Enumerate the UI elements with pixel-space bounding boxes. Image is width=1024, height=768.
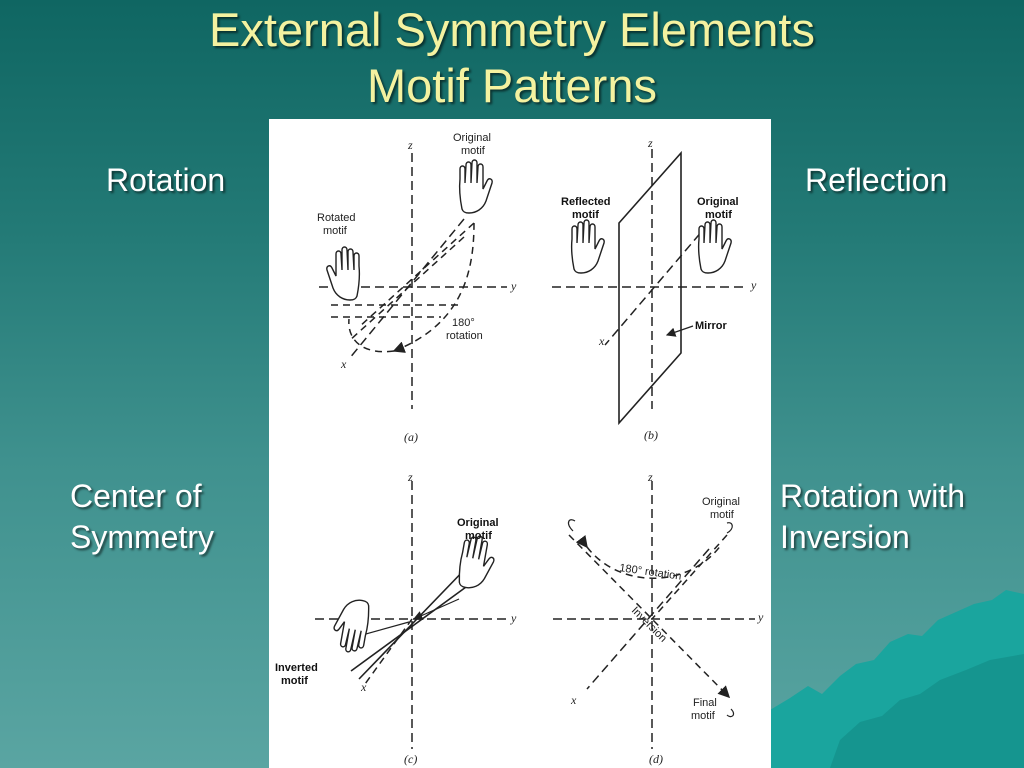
panel-b-caption: (b) [644, 428, 658, 442]
label-rotinv-line-2: Inversion [780, 519, 910, 555]
panel-d-caption: (d) [649, 752, 663, 766]
panel-b: z y x Reflected motif Original motif Mir… [552, 136, 757, 442]
panel-c-axis-y: y [510, 611, 517, 625]
panel-c-original-1: Original [457, 517, 499, 529]
label-reflection: Reflection [805, 162, 948, 198]
panel-d-inversion: Inversion [629, 605, 669, 645]
panel-d-axis-x: x [570, 693, 577, 707]
symmetry-figure: z y x Original motif Rotated motif 180° … [269, 119, 771, 768]
title-line-1: External Symmetry Elements [209, 3, 815, 56]
label-center-line-1: Center of [70, 478, 202, 514]
panel-a-rotation-2: rotation [446, 330, 483, 342]
panel-d-rotation: 180° rotation [619, 562, 683, 583]
panel-d-original-2: motif [710, 509, 735, 521]
panel-d-final-1: Final [693, 697, 717, 709]
panel-a-caption: (a) [404, 430, 418, 444]
panel-a-rotated-1: Rotated [317, 212, 356, 224]
panel-d-original-1: Original [702, 496, 740, 508]
symmetry-diagram: z y x Original motif Rotated motif 180° … [275, 132, 764, 766]
panel-b-axis-y: y [750, 278, 757, 292]
mountain-decoration [770, 590, 1024, 768]
panel-a-axis-z: z [407, 138, 413, 152]
panel-b-mirror: Mirror [695, 320, 728, 332]
panel-d: z y x Original motif 180° rotation Inver… [553, 470, 764, 766]
panel-c-axis-z: z [407, 470, 413, 484]
panel-a-axis-x: x [340, 357, 347, 371]
panel-c-inverted-2: motif [281, 675, 308, 687]
panel-d-final-2: motif [691, 710, 716, 722]
panel-c: z y x Original motif Inverted motif (c) [275, 470, 517, 766]
label-rotation: Rotation [106, 162, 226, 198]
panel-b-axis-z: z [647, 136, 653, 150]
label-center-line-2: Symmetry [70, 519, 214, 555]
panel-a: z y x Original motif Rotated motif 180° … [317, 132, 517, 444]
panel-d-axis-y: y [757, 610, 764, 624]
panel-b-reflected-2: motif [572, 209, 599, 221]
label-rotinv-line-1: Rotation with [780, 478, 965, 514]
title-line-2: Motif Patterns [367, 59, 657, 112]
panel-c-original-2: motif [465, 530, 492, 542]
panel-c-caption: (c) [404, 752, 417, 766]
panel-b-axis-x: x [598, 334, 605, 348]
panel-c-inverted-1: Inverted [275, 662, 318, 674]
panel-b-original-2: motif [705, 209, 732, 221]
label-center-of-symmetry: Center of Symmetry [70, 476, 214, 558]
panel-a-rotated-2: motif [323, 225, 348, 237]
slide-title: External Symmetry Elements Motif Pattern… [0, 2, 1024, 114]
panel-a-original-1: Original [453, 132, 491, 144]
panel-a-rotation-1: 180° [452, 317, 475, 329]
panel-b-original-1: Original [697, 196, 739, 208]
label-rotation-with-inversion: Rotation with Inversion [780, 476, 965, 558]
panel-b-reflected-1: Reflected [561, 196, 611, 208]
panel-c-axis-x: x [360, 680, 367, 694]
panel-d-axis-z: z [647, 470, 653, 484]
panel-a-original-2: motif [461, 145, 486, 157]
panel-a-axis-y: y [510, 279, 517, 293]
